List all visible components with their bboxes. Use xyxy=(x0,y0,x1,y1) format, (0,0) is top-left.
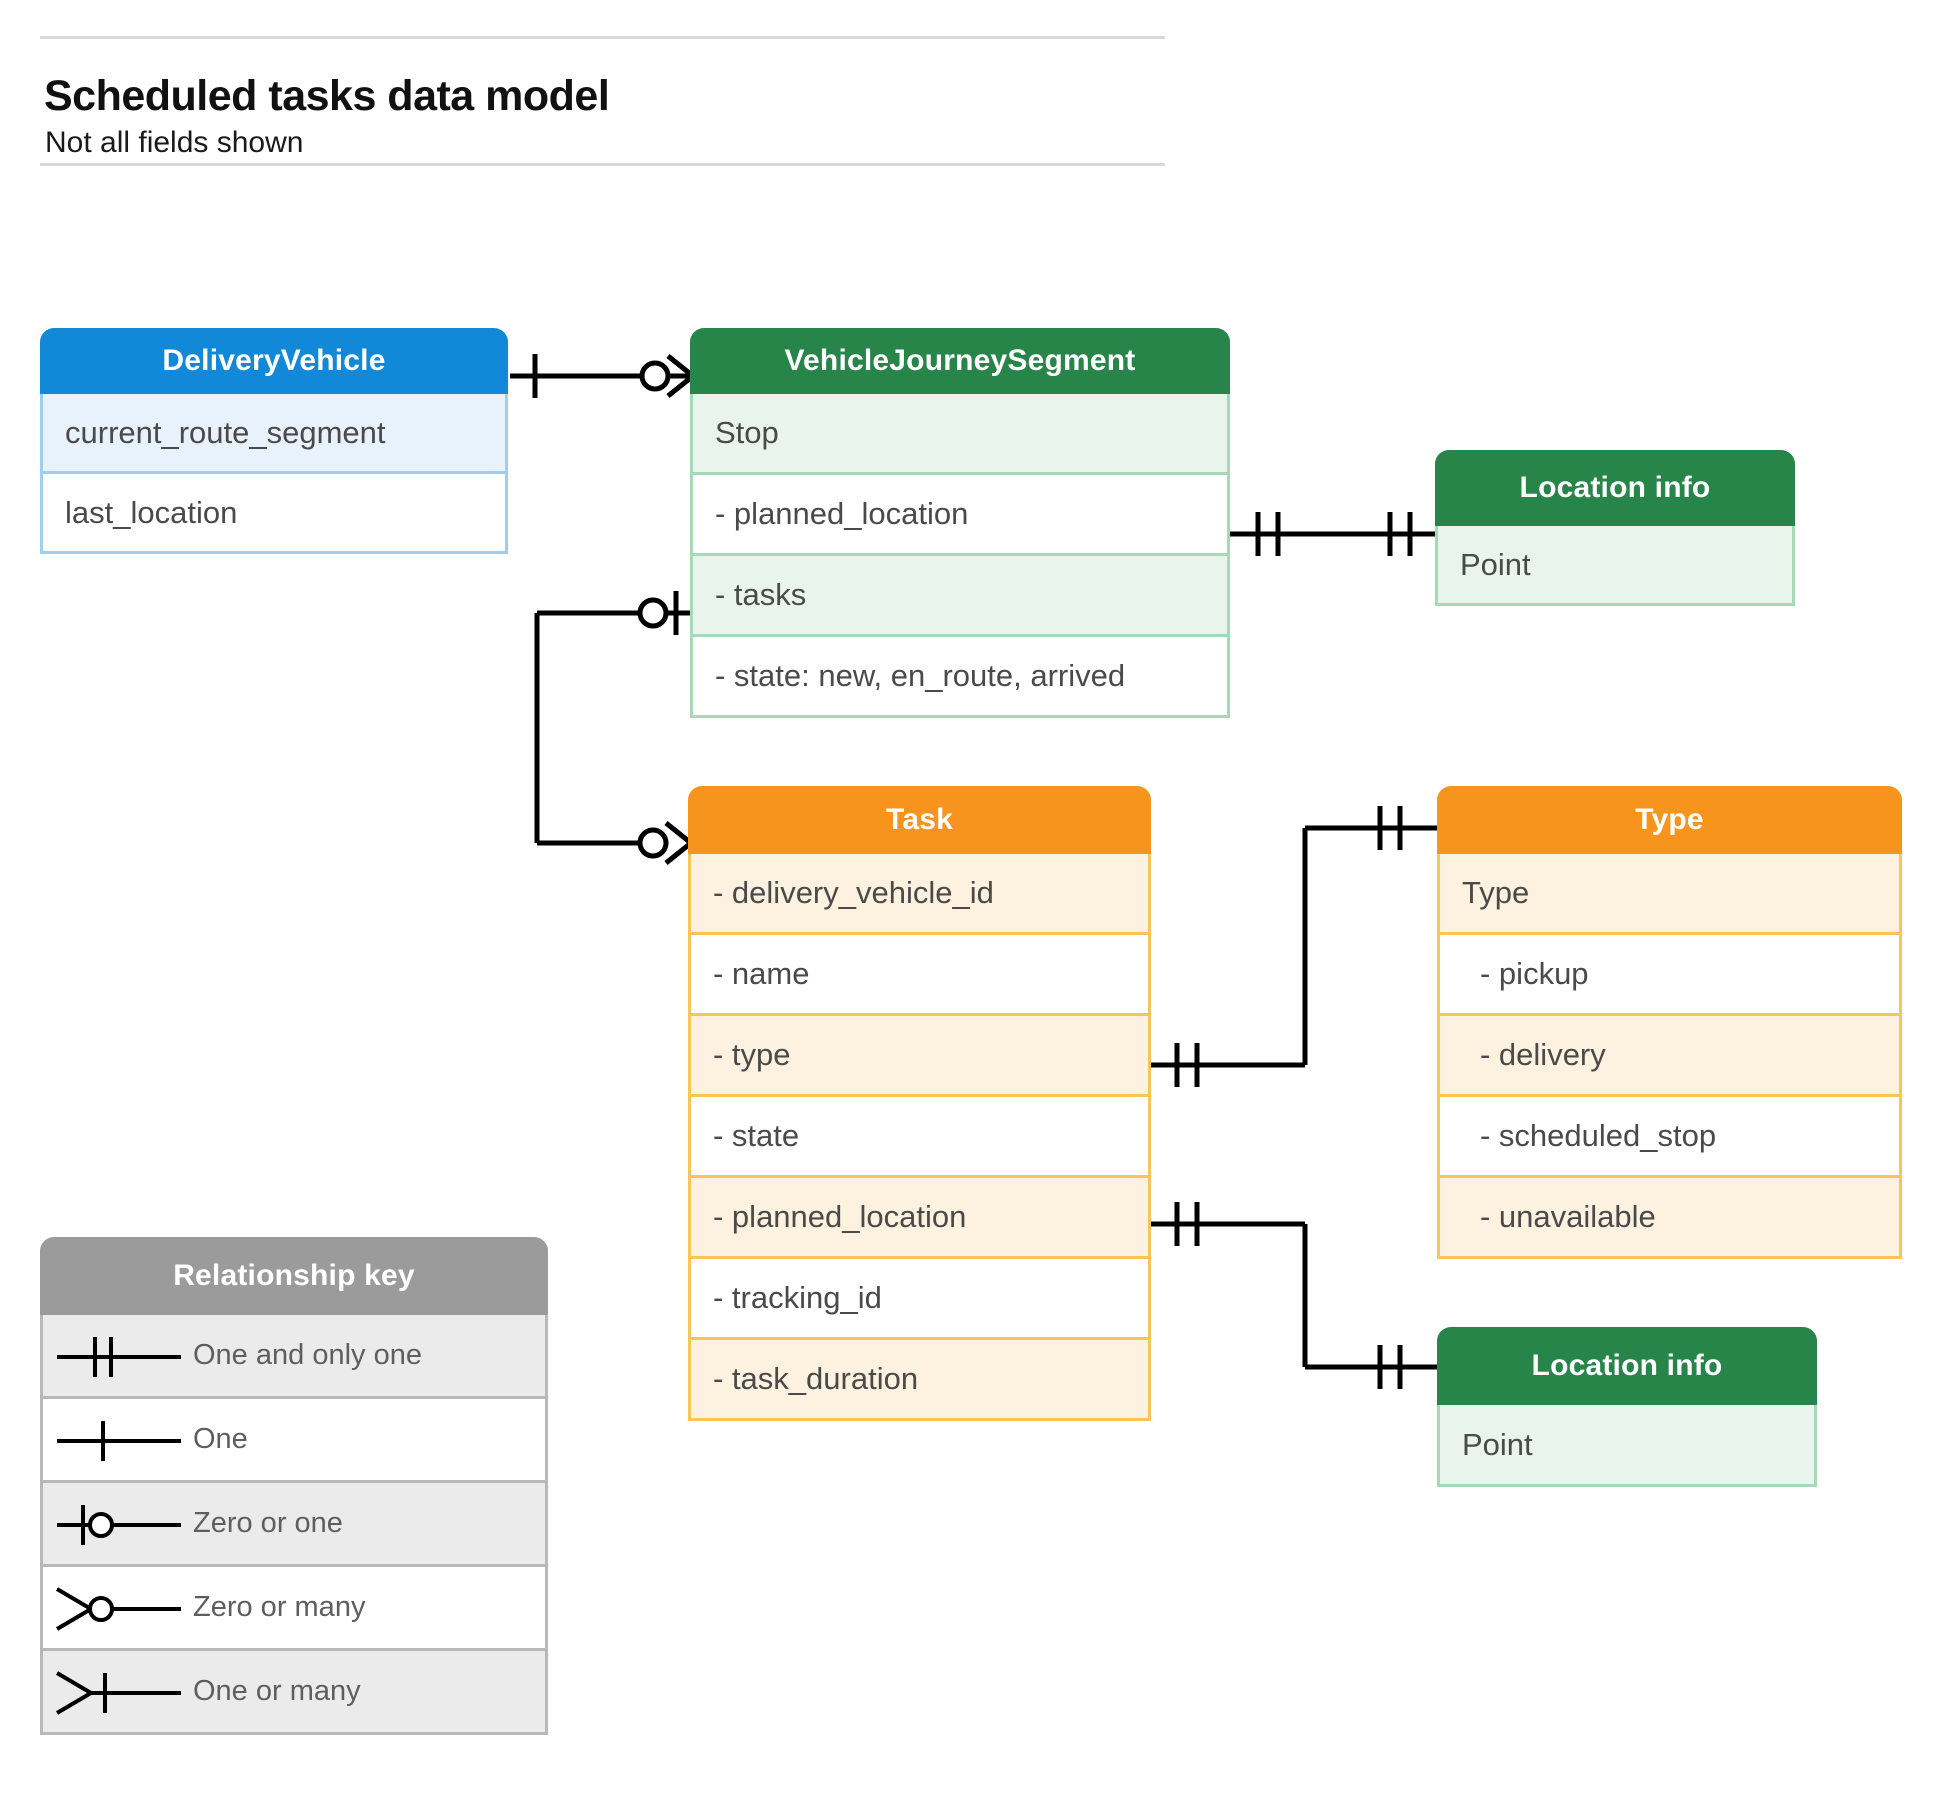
entity-header-location-info-top: Location info xyxy=(1435,450,1795,526)
field-row-unavailable[interactable]: - unavailable xyxy=(1437,1178,1902,1259)
field-row-name[interactable]: - name xyxy=(688,935,1151,1016)
header-top-divider xyxy=(40,36,1165,39)
entity-title: Task xyxy=(886,803,953,836)
page-subtitle: Not all fields shown xyxy=(45,126,304,159)
zero-or-one-icon xyxy=(43,1483,193,1564)
legend-item-label: One and only one xyxy=(193,1339,422,1371)
field-label: - delivery_vehicle_id xyxy=(713,875,994,910)
field-row-delivery-vehicle-id[interactable]: - delivery_vehicle_id xyxy=(688,854,1151,935)
one-and-only-one-icon xyxy=(43,1315,193,1396)
field-row-stop[interactable]: Stop xyxy=(690,394,1230,475)
field-row-point[interactable]: Point xyxy=(1435,526,1795,606)
field-label: - tracking_id xyxy=(713,1280,882,1315)
legend-header: Relationship key xyxy=(40,1237,548,1315)
field-row-planned-location[interactable]: - planned_location xyxy=(690,475,1230,556)
one-icon xyxy=(43,1399,193,1480)
field-row-scheduled-stop[interactable]: - scheduled_stop xyxy=(1437,1097,1902,1178)
field-label: Type xyxy=(1462,875,1530,910)
field-label: - planned_location xyxy=(713,1199,967,1234)
field-label: - pickup xyxy=(1480,956,1589,991)
entity-header-vehicle-journey-segment: VehicleJourneySegment xyxy=(690,328,1230,394)
legend-title: Relationship key xyxy=(173,1259,415,1292)
field-row-type-value[interactable]: Type xyxy=(1437,854,1902,935)
legend-item-one[interactable]: One xyxy=(40,1399,548,1483)
header-bottom-divider xyxy=(40,163,1165,166)
legend-item-one-or-many[interactable]: One or many xyxy=(40,1651,548,1735)
entity-header-task: Task xyxy=(688,786,1151,854)
zero-or-many-icon xyxy=(43,1567,193,1648)
entity-title: VehicleJourneySegment xyxy=(784,344,1136,377)
legend-item-zero-or-one[interactable]: Zero or one xyxy=(40,1483,548,1567)
field-label: last_location xyxy=(65,494,238,530)
legend-item-label: One xyxy=(193,1423,248,1455)
field-label: Point xyxy=(1460,546,1531,582)
legend-item-label: Zero or one xyxy=(193,1507,343,1539)
field-label: current_route_segment xyxy=(65,414,386,450)
field-row-state[interactable]: - state: new, en_route, arrived xyxy=(690,637,1230,718)
entity-location-info-bottom[interactable]: Location info Point xyxy=(1437,1327,1817,1487)
legend-item-one-and-only-one[interactable]: One and only one xyxy=(40,1315,548,1399)
field-label: - tasks xyxy=(715,577,807,612)
entity-header-location-info-bottom: Location info xyxy=(1437,1327,1817,1405)
entity-delivery-vehicle[interactable]: DeliveryVehicle current_route_segment la… xyxy=(40,328,508,554)
field-label: - unavailable xyxy=(1480,1199,1656,1234)
entity-type[interactable]: Type Type - pickup - delivery - schedule… xyxy=(1437,786,1902,1259)
field-label: - delivery xyxy=(1480,1037,1606,1072)
entity-vehicle-journey-segment[interactable]: VehicleJourneySegment Stop - planned_loc… xyxy=(690,328,1230,718)
entity-title: Type xyxy=(1635,803,1704,836)
entity-title: Location info xyxy=(1531,1349,1723,1382)
entity-task[interactable]: Task - delivery_vehicle_id - name - type… xyxy=(688,786,1151,1421)
entity-location-info-top[interactable]: Location info Point xyxy=(1435,450,1795,606)
entity-header-type: Type xyxy=(1437,786,1902,854)
entity-title: Location info xyxy=(1519,471,1711,504)
page-title: Scheduled tasks data model xyxy=(44,72,610,120)
field-label: - scheduled_stop xyxy=(1480,1118,1717,1153)
field-row-last-location[interactable]: last_location xyxy=(40,474,508,554)
field-label: - task_duration xyxy=(713,1361,919,1396)
field-label: - planned_location xyxy=(715,496,969,531)
field-row-task-duration[interactable]: - task_duration xyxy=(688,1340,1151,1421)
field-row-delivery[interactable]: - delivery xyxy=(1437,1016,1902,1097)
field-label: - name xyxy=(713,956,810,991)
field-row-state[interactable]: - state xyxy=(688,1097,1151,1178)
field-row-tasks[interactable]: - tasks xyxy=(690,556,1230,637)
field-row-pickup[interactable]: - pickup xyxy=(1437,935,1902,1016)
field-row-current-route-segment[interactable]: current_route_segment xyxy=(40,394,508,474)
relationship-key-legend[interactable]: Relationship key One and only one xyxy=(40,1237,548,1735)
field-row-tracking-id[interactable]: - tracking_id xyxy=(688,1259,1151,1340)
legend-item-label: One or many xyxy=(193,1675,361,1707)
field-label: Stop xyxy=(715,415,779,450)
one-or-many-icon xyxy=(43,1651,193,1732)
entity-header-delivery-vehicle: DeliveryVehicle xyxy=(40,328,508,394)
field-label: Point xyxy=(1462,1426,1533,1462)
legend-item-label: Zero or many xyxy=(193,1591,366,1623)
legend-item-zero-or-many[interactable]: Zero or many xyxy=(40,1567,548,1651)
entity-title: DeliveryVehicle xyxy=(162,344,386,377)
field-row-point[interactable]: Point xyxy=(1437,1405,1817,1487)
field-row-type[interactable]: - type xyxy=(688,1016,1151,1097)
field-label: - state xyxy=(713,1118,800,1153)
field-label: - type xyxy=(713,1037,791,1072)
field-label: - state: new, en_route, arrived xyxy=(715,658,1126,693)
field-row-planned-location[interactable]: - planned_location xyxy=(688,1178,1151,1259)
